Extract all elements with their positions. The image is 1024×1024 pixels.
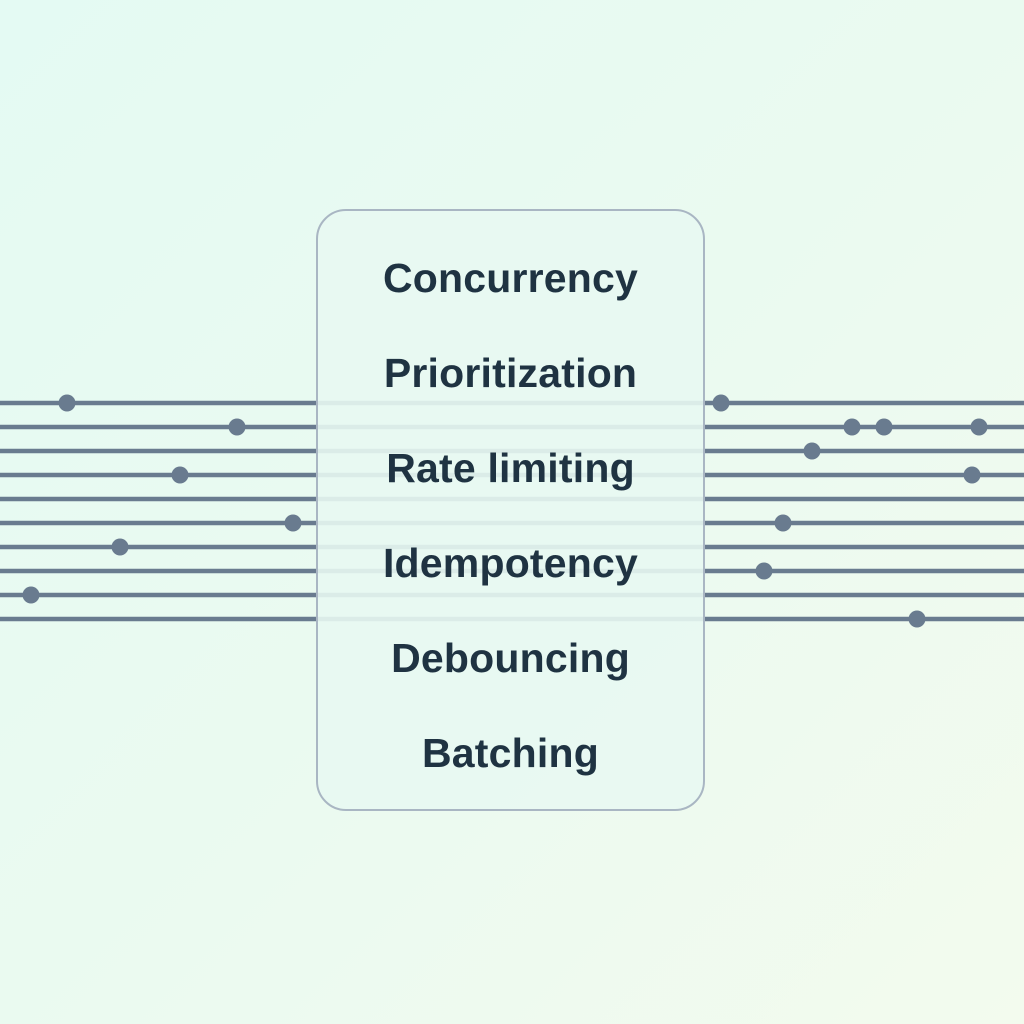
flow-dot	[284, 514, 302, 532]
flow-dot	[171, 466, 189, 484]
flow-dot	[228, 418, 246, 436]
concept-label-rate-limiting: Rate limiting	[386, 445, 635, 491]
flow-dot	[908, 610, 926, 628]
flow-dot	[875, 418, 893, 436]
flow-dot	[803, 442, 821, 460]
flow-dot	[970, 418, 988, 436]
concept-label-batching: Batching	[422, 730, 599, 776]
flow-dot	[843, 418, 861, 436]
flow-dot	[58, 394, 76, 412]
concept-label-idempotency: Idempotency	[382, 540, 639, 586]
flow-dot	[755, 562, 773, 580]
flow-dot	[774, 514, 792, 532]
concept-label-concurrency: Concurrency	[382, 255, 639, 301]
concept-label-debouncing: Debouncing	[391, 635, 630, 681]
flow-dot	[22, 586, 40, 604]
flow-dot	[712, 394, 730, 412]
concepts-card: Concurrency Prioritization Rate limiting…	[316, 209, 705, 811]
flow-dot	[963, 466, 981, 484]
flow-dot	[111, 538, 129, 556]
concept-label-prioritization: Prioritization	[383, 350, 638, 396]
